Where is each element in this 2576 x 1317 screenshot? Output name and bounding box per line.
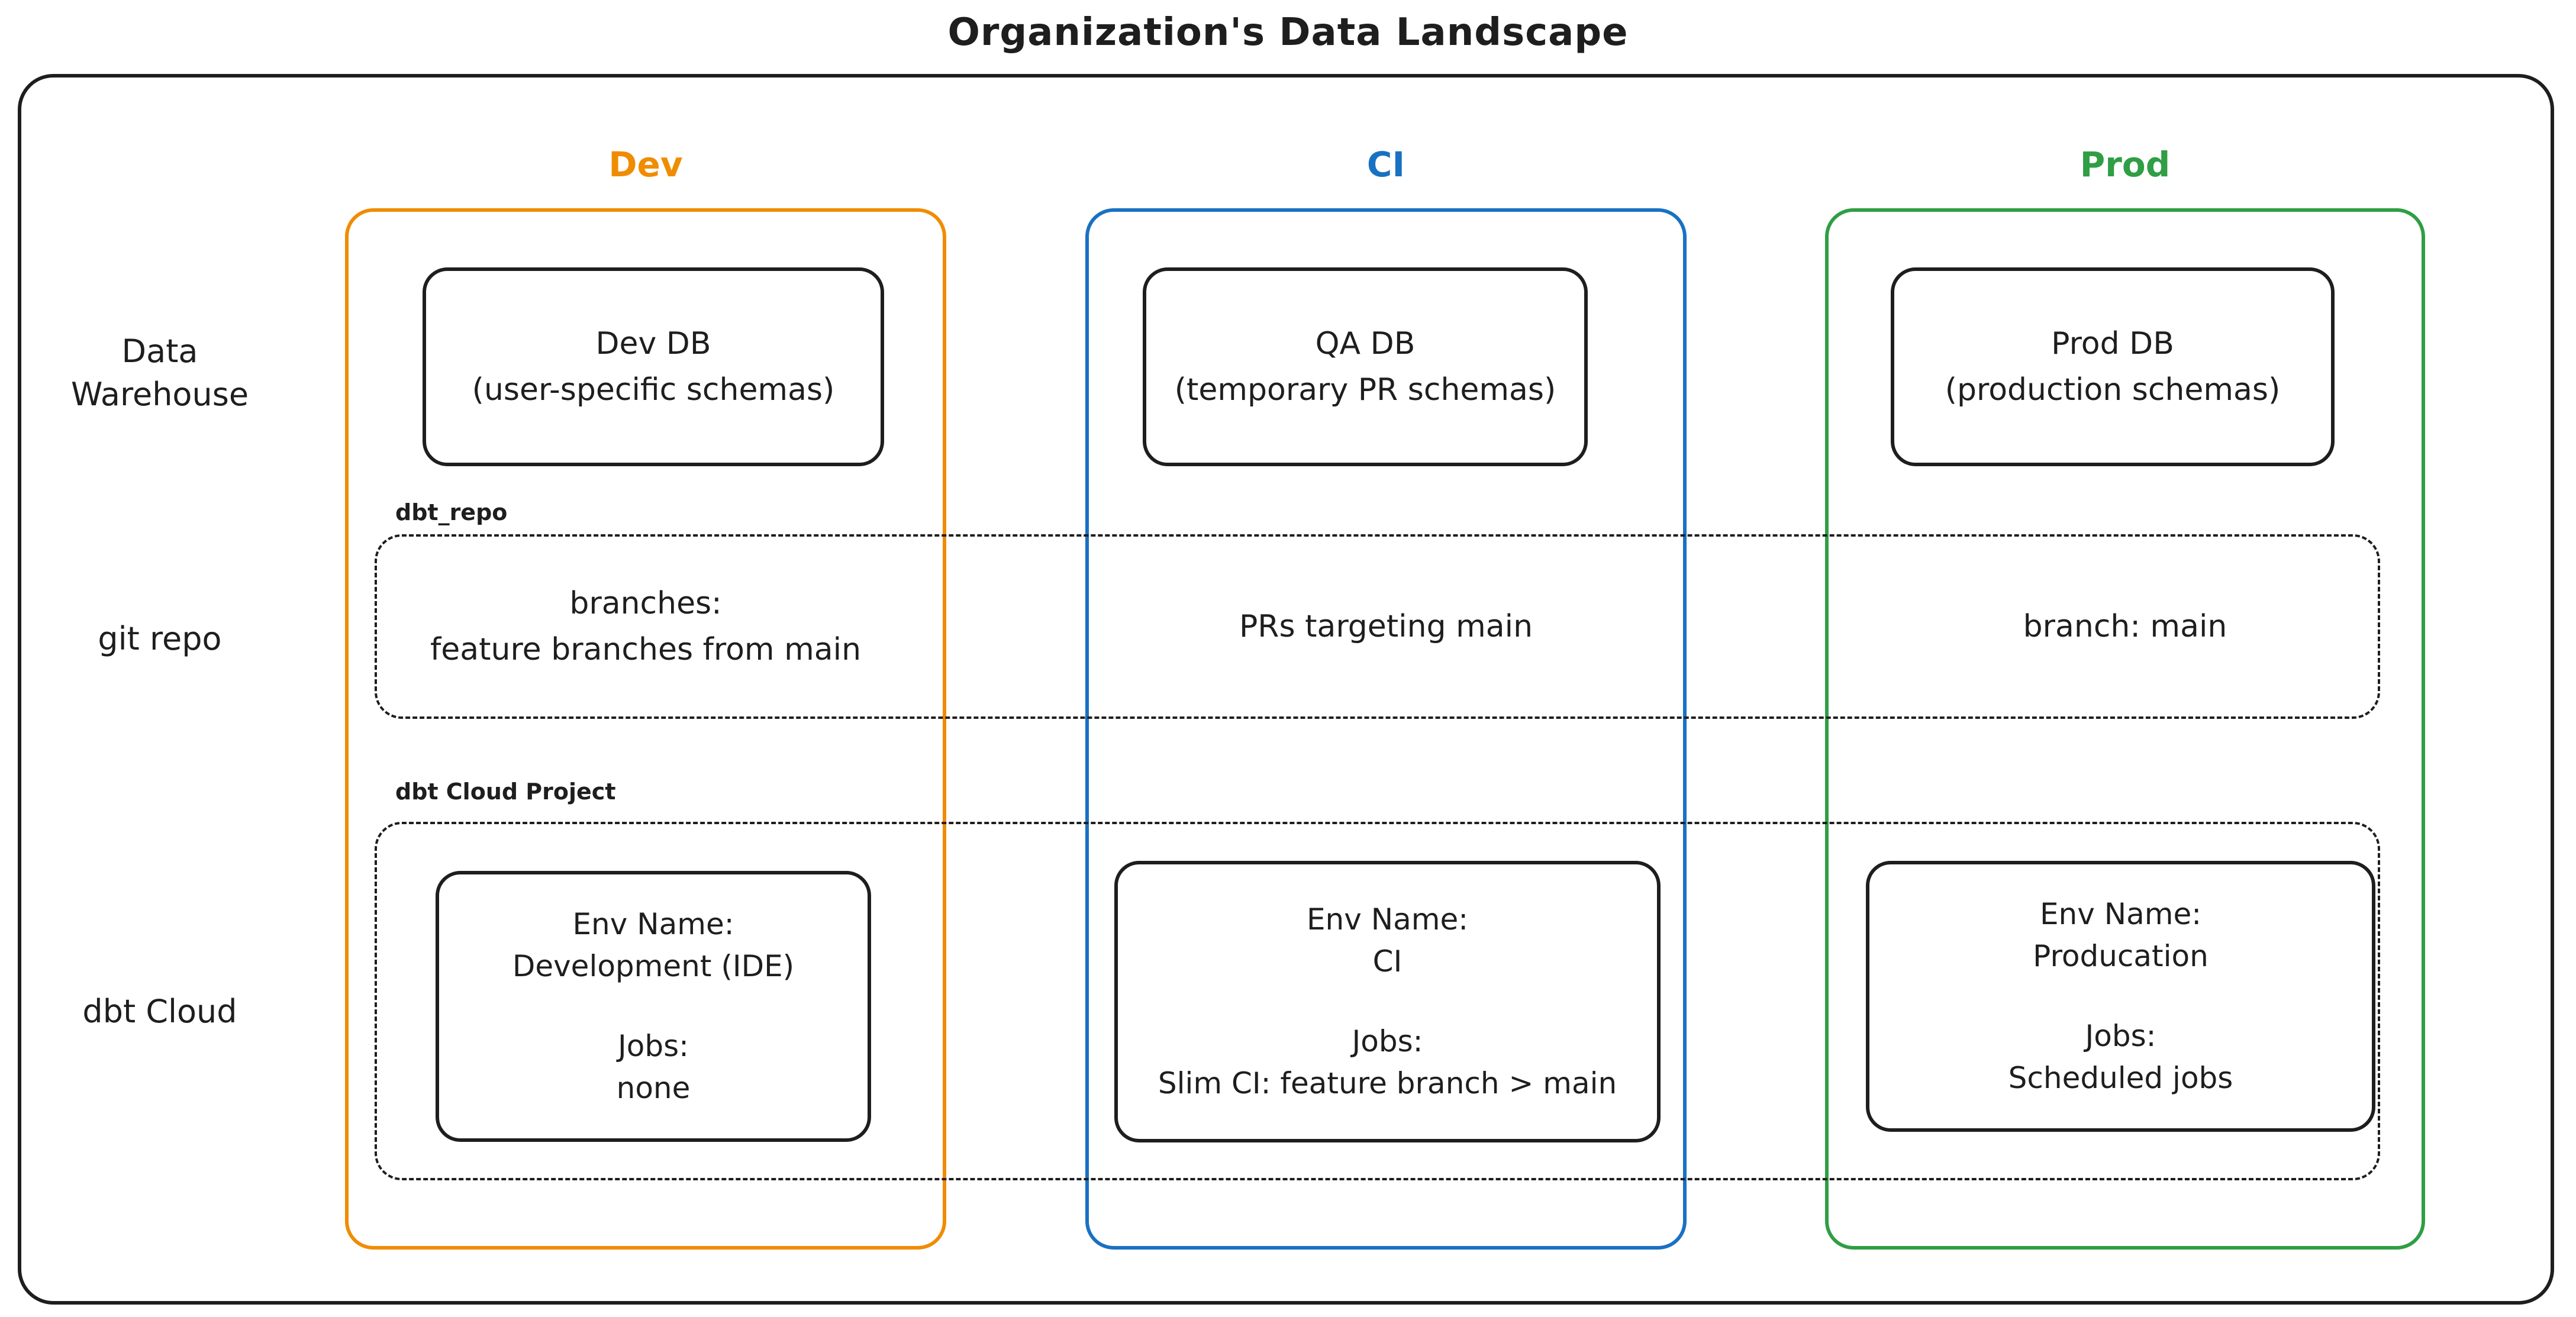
prod-jobs-value: Scheduled jobs	[2008, 1061, 2233, 1095]
qa-db-box: QA DB (temporary PR schemas)	[1143, 267, 1588, 466]
prod-environment-box: Env Name: Producation Jobs: Scheduled jo…	[1866, 861, 2375, 1132]
ci-env-name: CI	[1372, 944, 1403, 979]
dev-db-box: Dev DB (user-specific schemas)	[423, 267, 884, 466]
dev-column-box	[345, 208, 946, 1250]
ci-env-name-label: Env Name:	[1306, 902, 1469, 937]
git-prod-text: branch: main	[1825, 534, 2425, 719]
row-label-git-repo: git repo	[98, 620, 222, 657]
dev-jobs-label: Jobs:	[618, 1029, 689, 1063]
ci-environment-box: Env Name: CI Jobs: Slim CI: feature bran…	[1114, 861, 1661, 1142]
prod-column-box	[1825, 208, 2425, 1250]
git-dev-line2: feature branches from main	[430, 632, 862, 667]
prod-column-label: Prod	[2080, 144, 2171, 185]
dev-jobs-value: none	[616, 1071, 691, 1105]
diagram-title: Organization's Data Landscape	[947, 11, 1629, 54]
qa-db-title: QA DB	[1315, 326, 1416, 361]
qa-db-subtitle: (temporary PR schemas)	[1174, 372, 1556, 408]
row-label-data-warehouse: Data Warehouse	[70, 333, 249, 413]
ci-column-label: CI	[1366, 144, 1405, 185]
row-label-dbt-cloud: dbt Cloud	[82, 993, 237, 1030]
dbt-repo-dashed-box	[375, 534, 2380, 719]
git-dev-text: branches: feature branches from main	[345, 534, 946, 719]
git-dev-line1: branches:	[569, 586, 722, 621]
ci-jobs-value: Slim CI: feature branch > main	[1158, 1066, 1617, 1100]
git-prod-line1: branch: main	[2023, 609, 2227, 644]
dbt-repo-label: dbt_repo	[395, 499, 508, 525]
dev-environment-box: Env Name: Development (IDE) Jobs: none	[436, 871, 871, 1142]
prod-db-subtitle: (production schemas)	[1945, 372, 2281, 408]
prod-db-box: Prod DB (production schemas)	[1891, 267, 2335, 466]
prod-env-name: Producation	[2033, 939, 2209, 973]
dev-column-label: Dev	[608, 144, 683, 185]
dbt-cloud-project-label: dbt Cloud Project	[395, 779, 616, 805]
dbt-cloud-project-dashed-box	[375, 822, 2380, 1180]
dev-env-name-label: Env Name:	[572, 907, 734, 941]
git-ci-line1: PRs targeting main	[1239, 609, 1533, 644]
dev-db-subtitle: (user-specific schemas)	[472, 372, 835, 408]
git-ci-text: PRs targeting main	[1085, 534, 1687, 719]
prod-db-title: Prod DB	[2051, 326, 2174, 361]
dev-db-title: Dev DB	[595, 326, 711, 361]
dev-env-name: Development (IDE)	[512, 949, 795, 983]
prod-jobs-label: Jobs:	[2085, 1019, 2156, 1053]
ci-jobs-label: Jobs:	[1352, 1024, 1423, 1058]
landscape-outer-container	[18, 74, 2554, 1305]
ci-column-box	[1085, 208, 1687, 1250]
prod-env-name-label: Env Name:	[2039, 897, 2202, 931]
